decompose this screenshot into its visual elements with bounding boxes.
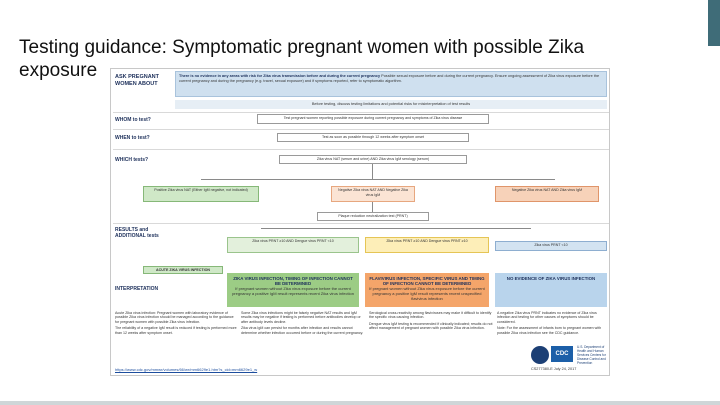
which-label: WHICH tests?: [115, 157, 149, 163]
cdc-agency-text: U.S. Department of Health and Human Serv…: [577, 345, 606, 365]
ask-pregnant-women-label: ASK PREGNANT WOMEN ABOUT: [115, 74, 160, 87]
result-flavivirus-title: FLAVIVIRUS INFECTION, SPECIFIC VIRUS AND…: [369, 276, 485, 287]
interpretation-paragraph: Serological cross-reactivity among flavi…: [369, 311, 492, 320]
flow-connector: [261, 228, 531, 229]
result-flavivirus-body: If pregnant women without Zika virus exp…: [369, 286, 485, 302]
ask-text-rest: Possible sexual exposure before and duri…: [179, 74, 600, 83]
ask-about-box: There is no evidence in any areas with r…: [175, 71, 607, 97]
guidance-flowchart-image: ASK PREGNANT WOMEN ABOUT There is no evi…: [110, 68, 610, 376]
interpretation-paragraph: Note: For the assessment of infants born…: [497, 326, 602, 335]
interpretation-paragraph: A negative Zika virus PRNT indicates no …: [497, 311, 597, 324]
when-label: WHEN to test?: [115, 135, 150, 141]
result-no-evidence: NO EVIDENCE OF ZIKA VIRUS INFECTION: [495, 273, 607, 307]
results-label: RESULTS and ADDITIONAL tests: [115, 227, 159, 239]
bottom-band: [0, 401, 720, 405]
flow-connector: [201, 179, 555, 180]
interpretation-paragraph: Acute Zika virus infection: Pregnant wom…: [115, 311, 234, 324]
positive-nat-box: Positive Zika virus NAT (Either IgM nega…: [143, 186, 259, 202]
cdc-logo-icon: CDC: [551, 346, 573, 362]
prnt-both-positive-box: Zika virus PRNT ≥10 AND Dengue virus PRN…: [365, 237, 489, 253]
interpretation-column: Serological cross-reactivity among flavi…: [369, 311, 493, 367]
negative-nat-positive-igm-box: Negative Zika virus NAT AND Zika virus I…: [495, 186, 599, 202]
interpretation-column: Some Zika virus infections might be fals…: [241, 311, 365, 367]
result-no-evidence-title: NO EVIDENCE OF ZIKA VIRUS INFECTION: [506, 276, 596, 281]
row-divider: [113, 223, 609, 224]
interpretation-column: Acute Zika virus infection: Pregnant wom…: [115, 311, 237, 367]
result-zika-title: ZIKA VIRUS INFECTION, TIMING OF INFECTIO…: [233, 276, 353, 287]
row-divider: [113, 149, 609, 150]
whom-label: WHOM to test?: [115, 117, 151, 123]
prnt-zika-positive-box: Zika virus PRNT ≥10 AND Dengue virus PRN…: [227, 237, 359, 253]
flow-connector: [372, 164, 373, 180]
corner-accent-block: [708, 0, 720, 46]
ask-text-lead: There is no evidence in any areas with r…: [179, 74, 381, 78]
row-divider: [113, 112, 609, 113]
prnt-negative-box: Zika virus PRNT <10: [495, 241, 607, 251]
which-box: Zika virus NAT (serum and urine) AND Zik…: [279, 155, 467, 164]
testing-limitations-banner: Before testing, discuss testing limitati…: [175, 100, 607, 109]
mmwr-citation-link[interactable]: https://www.cdc.gov/mmwr/volumes/66/wr/m…: [115, 367, 258, 372]
whom-box: Test pregnant women reporting possible e…: [257, 114, 489, 124]
when-box: Test as soon as possible through 12 week…: [277, 133, 469, 142]
hhs-seal-icon: [531, 346, 549, 364]
result-flavivirus-infection: FLAVIVIRUS INFECTION, SPECIFIC VIRUS AND…: [365, 273, 489, 307]
interpretation-paragraph: Some Zika virus infections might be fals…: [241, 311, 361, 324]
prnt-box: Plaque reduction neutralization test (PR…: [317, 212, 429, 221]
negative-nat-igm-box: Negative Zika virus NAT AND Negative Zik…: [331, 186, 415, 202]
interpretation-paragraph: Dengue virus IgM testing is recommended …: [369, 321, 493, 331]
result-zika-body: If pregnant women without Zika virus exp…: [232, 286, 354, 297]
document-id: CS277380-E July 24, 2017: [531, 367, 577, 371]
interpretation-paragraph: Zika virus IgM can persist for months af…: [241, 326, 364, 335]
interpretation-label: INTERPRETATION: [115, 286, 159, 292]
slide-title: Testing guidance: Symptomatic pregnant w…: [19, 37, 585, 81]
flow-connector: [372, 202, 373, 212]
result-zika-infection: ZIKA VIRUS INFECTION, TIMING OF INFECTIO…: [227, 273, 359, 307]
interpretation-column: A negative Zika virus PRNT indicates no …: [497, 311, 607, 367]
acute-infection-box: ACUTE ZIKA VIRUS INFECTION: [143, 266, 223, 274]
row-divider: [113, 129, 609, 130]
interpretation-paragraph: The reliability of a negative IgM result…: [115, 326, 237, 335]
